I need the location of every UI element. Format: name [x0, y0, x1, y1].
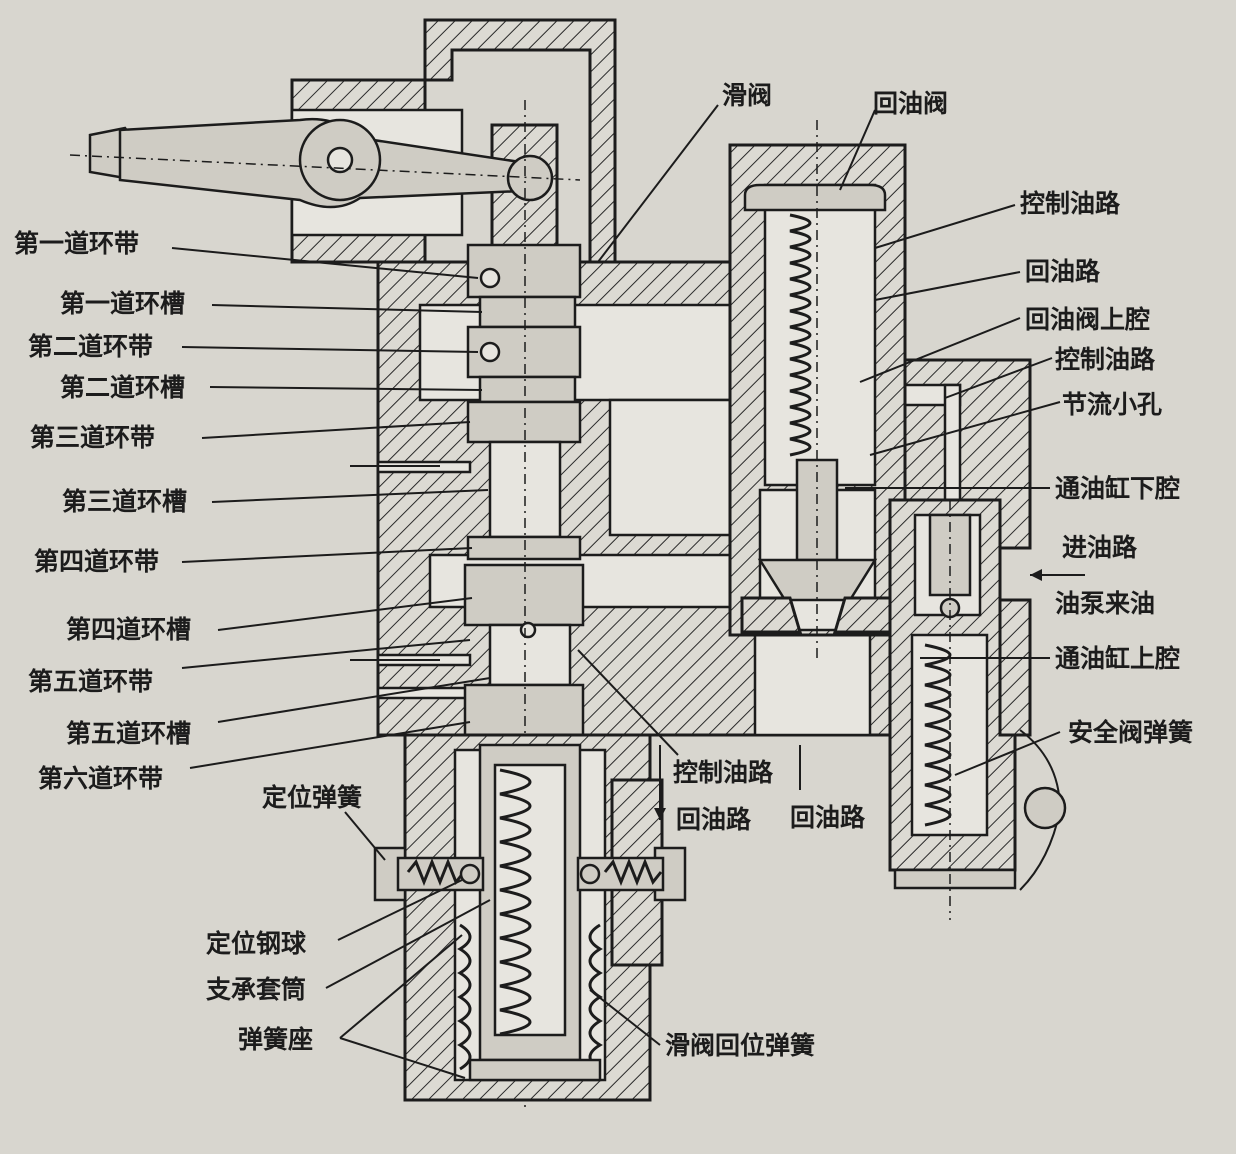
label-control-line-3: 控制油路	[673, 758, 774, 787]
label-throttle-hole: 节流小孔	[1062, 390, 1162, 419]
return-valve-housing	[728, 120, 907, 660]
label-to-cylinder-upper: 通油缸上腔	[1055, 644, 1180, 673]
label-land-1: 第一道环带	[14, 229, 139, 258]
safety-valve	[888, 498, 1067, 920]
label-groove-1: 第一道环槽	[60, 289, 185, 318]
label-control-line-1: 控制油路	[1020, 189, 1121, 218]
locating-assembly	[373, 846, 687, 902]
label-slide-valve-return-spring: 滑阀回位弹簧	[665, 1031, 815, 1060]
label-land-4: 第四道环带	[34, 547, 159, 576]
lower-housing	[403, 733, 664, 1102]
label-groove-2: 第二道环槽	[60, 373, 185, 402]
label-return-valve-upper-chamber: 回油阀上腔	[1025, 305, 1150, 334]
label-land-5: 第五道环带	[28, 667, 153, 696]
label-support-sleeve: 支承套筒	[206, 975, 306, 1004]
label-from-pump: 油泵来油	[1055, 589, 1155, 618]
label-control-line-2: 控制油路	[1055, 345, 1156, 374]
label-land-6: 第六道环带	[38, 764, 163, 793]
label-groove-3: 第三道环槽	[62, 487, 187, 516]
label-inlet-line: 进油路	[1062, 533, 1138, 562]
label-return-line-2: 回油路	[676, 805, 752, 834]
label-return-line-1: 回油路	[1025, 257, 1101, 286]
slide-valve-spool	[463, 100, 585, 1110]
label-spring-seat: 弹簧座	[238, 1025, 313, 1054]
label-land-2: 第二道环带	[28, 332, 153, 361]
label-to-cylinder-lower: 通油缸下腔	[1055, 474, 1180, 503]
label-land-3: 第三道环带	[30, 423, 155, 452]
label-groove-4: 第四道环槽	[66, 615, 191, 644]
leader-lines	[171, 104, 1061, 1079]
label-groove-5: 第五道环槽	[66, 719, 191, 748]
label-return-line-3: 回油路	[790, 803, 866, 832]
hand-lever	[69, 117, 581, 209]
label-safety-valve-spring: 安全阀弹簧	[1068, 718, 1193, 747]
label-locating-spring: 定位弹簧	[262, 783, 362, 812]
flow-arrows	[350, 465, 1085, 820]
label-locating-ball: 定位钢球	[206, 929, 307, 958]
label-slide-valve: 滑阀	[722, 81, 772, 110]
label-return-valve: 回油阀	[873, 89, 948, 118]
